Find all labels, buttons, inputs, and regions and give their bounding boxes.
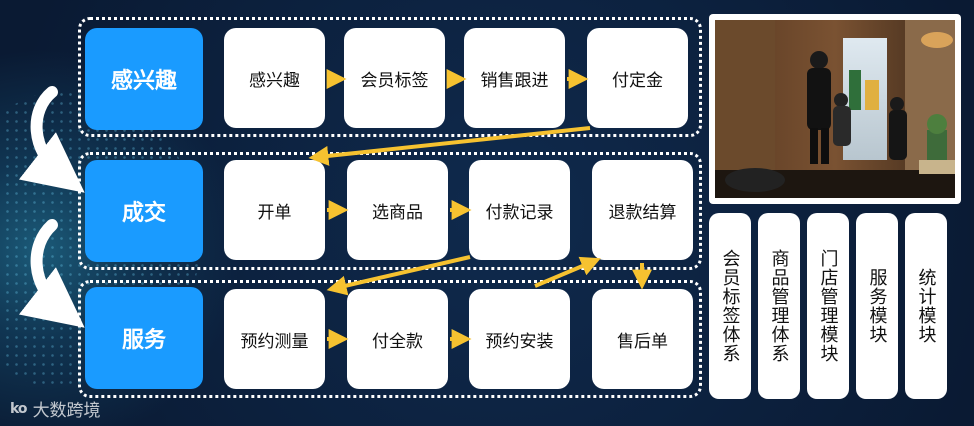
step-payment-record: 付款记录 [469, 160, 570, 260]
step-select-product: 选商品 [347, 160, 448, 260]
module-statistics: 统计模块 [905, 213, 947, 399]
step-open-order: 开单 [224, 160, 325, 260]
stage-label-service: 服务 [85, 287, 203, 389]
watermark-logo: ko [10, 401, 27, 417]
step-sales-follow-up: 销售跟进 [464, 28, 565, 128]
watermark-text: 大数跨境 [33, 396, 101, 421]
module-service: 服务模块 [856, 213, 898, 399]
step-book-measurement: 预约测量 [224, 289, 325, 389]
step-book-installation: 预约安装 [469, 289, 570, 389]
step-pay-deposit: 付定金 [587, 28, 688, 128]
step-pay-in-full: 付全款 [347, 289, 448, 389]
step-after-sales-order: 售后单 [592, 289, 693, 389]
stage-label-interest: 感兴趣 [85, 28, 203, 130]
step-interest: 感兴趣 [224, 28, 325, 128]
watermark: ko 大数跨境 [10, 396, 101, 421]
store-photo-illustration [715, 20, 955, 198]
step-refund-settlement: 退款结算 [592, 160, 693, 260]
store-photo [709, 14, 961, 204]
module-product-management-system: 商品管理体系 [758, 213, 800, 399]
stage-label-deal: 成交 [85, 160, 203, 262]
step-member-tag: 会员标签 [344, 28, 445, 128]
module-member-tag-system: 会员标签体系 [709, 213, 751, 399]
module-store-management: 门店管理模块 [807, 213, 849, 399]
